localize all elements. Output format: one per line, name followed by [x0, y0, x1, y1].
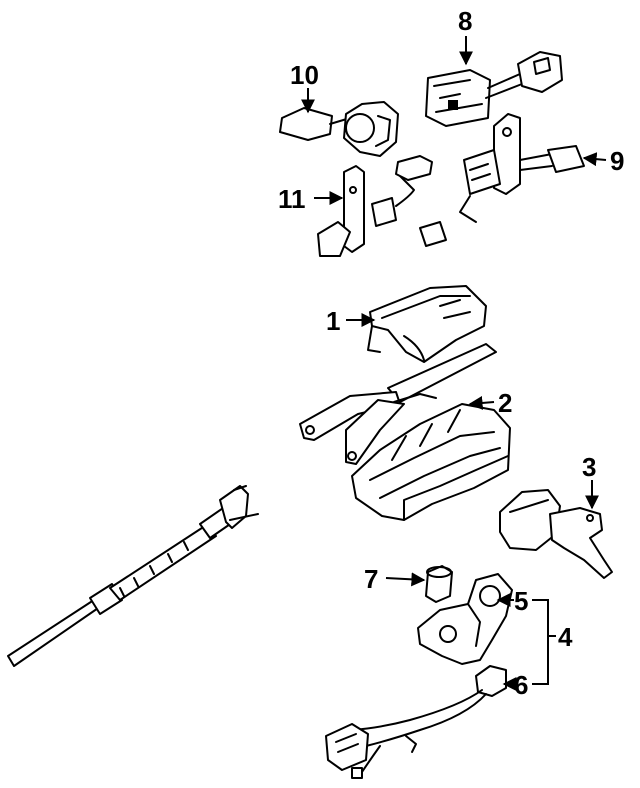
- part-8-switch: [425, 51, 563, 127]
- callout-11: 11: [278, 184, 306, 214]
- callout-8: 8: [458, 6, 472, 36]
- part-10-switch: [279, 101, 399, 157]
- callout-7: 7: [364, 564, 378, 594]
- part-2-lower-shroud: [351, 403, 511, 521]
- callout-labels: 10 8 9 11 1 2 3 7 5 4 6: [278, 6, 624, 700]
- part-3-bracket: [499, 489, 613, 579]
- leader-lines: [301, 36, 607, 691]
- callout-5: 5: [514, 586, 528, 616]
- callout-3: 3: [582, 452, 596, 482]
- part-11-bracket: [317, 155, 433, 257]
- steering-column: [299, 343, 497, 465]
- part-1-shroud: [367, 285, 487, 363]
- part-6-harness: [325, 665, 507, 779]
- part-5-housing: [417, 573, 513, 665]
- callout-4: 4: [558, 622, 573, 652]
- leader-2: [468, 395, 495, 410]
- callout-10: 10: [290, 60, 319, 90]
- callout-1: 1: [326, 306, 340, 336]
- part-9-switch: [419, 113, 585, 247]
- bracket-4: [532, 599, 549, 685]
- callout-2: 2: [498, 388, 512, 418]
- leader-9: [582, 152, 607, 167]
- leader-7: [385, 572, 426, 587]
- callout-9: 9: [610, 146, 624, 176]
- intermediate-shaft: [7, 485, 259, 667]
- callout-6: 6: [514, 670, 528, 700]
- part-7-cylinder: [425, 565, 453, 603]
